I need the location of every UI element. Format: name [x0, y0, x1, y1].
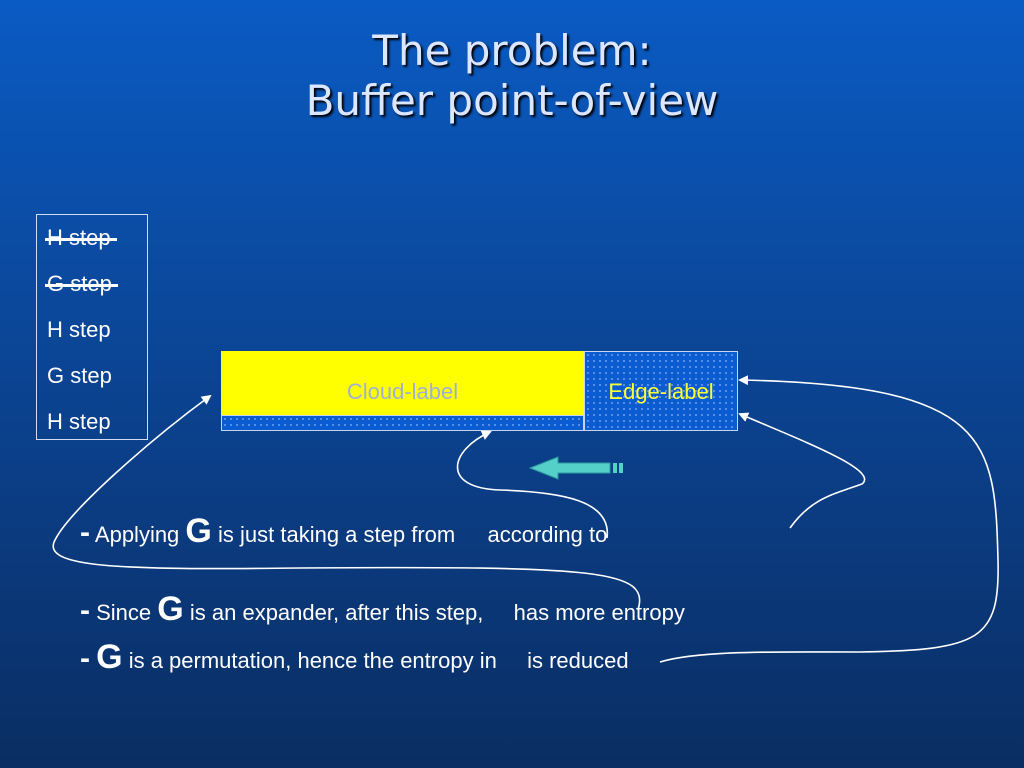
- step-list: H step G step H step G step H step: [36, 214, 148, 440]
- bullet-3-text-a: is a permutation, hence the entropy in: [128, 648, 497, 673]
- step-item-5: H step: [47, 409, 111, 434]
- bullet-line-1: - Applying G is just taking a step from …: [80, 512, 607, 551]
- bullet-2-text-b: is an expander, after this step,: [189, 600, 484, 625]
- bullet-line-3: - G is a permutation, hence the entropy …: [80, 638, 629, 677]
- cloud-region-dotted-strip: [221, 415, 584, 431]
- bullet-dash: -: [80, 516, 90, 549]
- bullet-2-g: G: [157, 590, 184, 628]
- step-item-1: H step: [45, 225, 117, 250]
- bullet-1-text-c: according to: [487, 522, 608, 547]
- arrow-to-steps: [52, 394, 641, 611]
- cloud-region: [221, 351, 584, 415]
- bullet-1-g: G: [185, 512, 212, 550]
- left-arrow-icon: [528, 456, 623, 480]
- bullet-3-g: G: [96, 638, 123, 676]
- slide-title: The problem: Buffer point-of-view: [0, 26, 1024, 126]
- arrow-to-edge-lower: [738, 412, 866, 529]
- step-item-2: G step: [45, 271, 118, 296]
- bullet-dash: -: [80, 594, 90, 627]
- bullet-line-2: - Since G is an expander, after this ste…: [80, 590, 685, 629]
- bullet-1-text-a: Applying: [94, 522, 180, 547]
- arrow-to-cloud: [456, 430, 608, 539]
- bullet-2-text-a: Since: [96, 600, 152, 625]
- step-item-4: G step: [47, 363, 112, 388]
- arrow-to-edge-upper: [659, 375, 999, 663]
- bullet-1-text-b: is just taking a step from: [218, 522, 456, 547]
- cloud-label: Cloud-label: [346, 379, 459, 404]
- bullet-3-text-b: is reduced: [527, 648, 629, 673]
- bullet-2-text-c: has more entropy: [513, 600, 685, 625]
- bullet-dash: -: [80, 642, 90, 675]
- edge-region: [584, 351, 738, 431]
- edge-label: Edge-label: [608, 379, 714, 404]
- title-line-2: Buffer point-of-view: [305, 76, 719, 125]
- step-item-3: H step: [47, 317, 111, 342]
- title-line-1: The problem:: [372, 26, 652, 75]
